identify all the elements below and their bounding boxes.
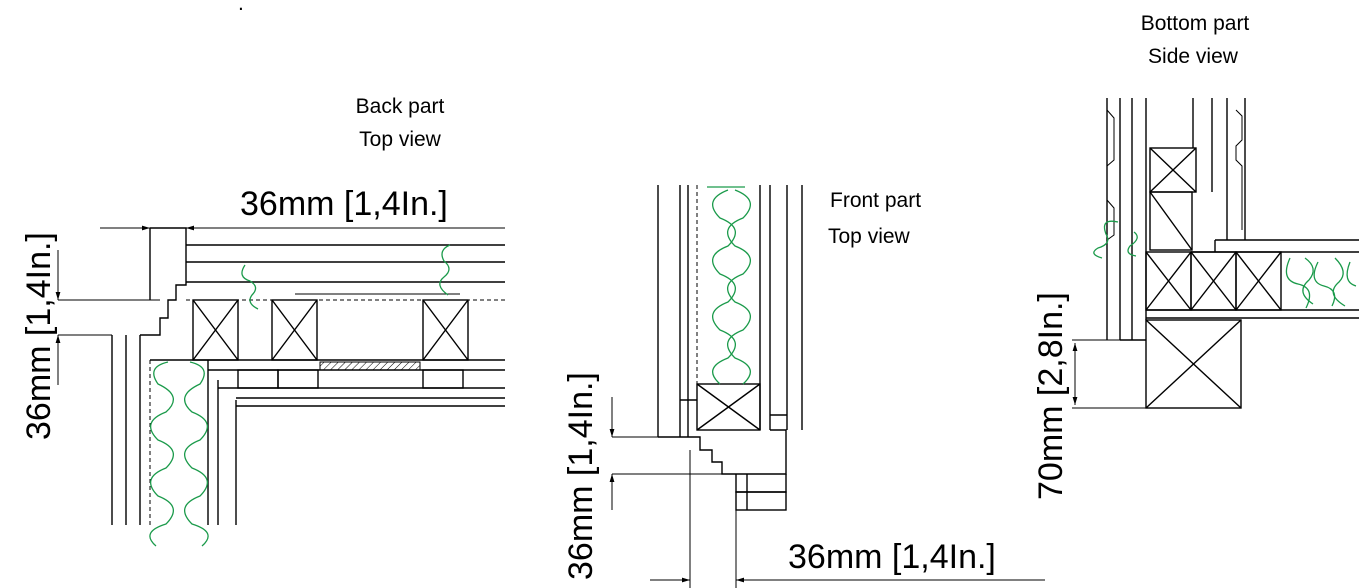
- cropped-top-caption: .: [238, 0, 244, 15]
- front-vertical-dimension: 36mm [1,4In.]: [562, 372, 600, 580]
- front-horizontal-dimension: 36mm [1,4In.]: [788, 538, 996, 576]
- front-part-view: Front part Top view 36mm [1,4In.]: [562, 185, 1045, 588]
- bottom-vertical-dimension: 70mm [2,8In.]: [1032, 292, 1070, 500]
- back-vertical-dimension: 36mm [1,4In.]: [20, 232, 58, 440]
- front-view-title: Front part: [830, 189, 921, 212]
- front-view-subtitle: Top view: [828, 225, 911, 248]
- back-horizontal-dimension: 36mm [1,4In.]: [240, 185, 448, 223]
- back-view-subtitle: Top view: [359, 128, 442, 151]
- bottom-part-view: Bottom part Side view: [1032, 12, 1359, 500]
- bottom-view-subtitle: Side view: [1148, 45, 1239, 68]
- back-view-title: Back part: [356, 95, 445, 118]
- bottom-view-title: Bottom part: [1141, 12, 1250, 35]
- back-part-view: Back part Top view 36mm [1,4In.] 36mm [1…: [20, 95, 505, 547]
